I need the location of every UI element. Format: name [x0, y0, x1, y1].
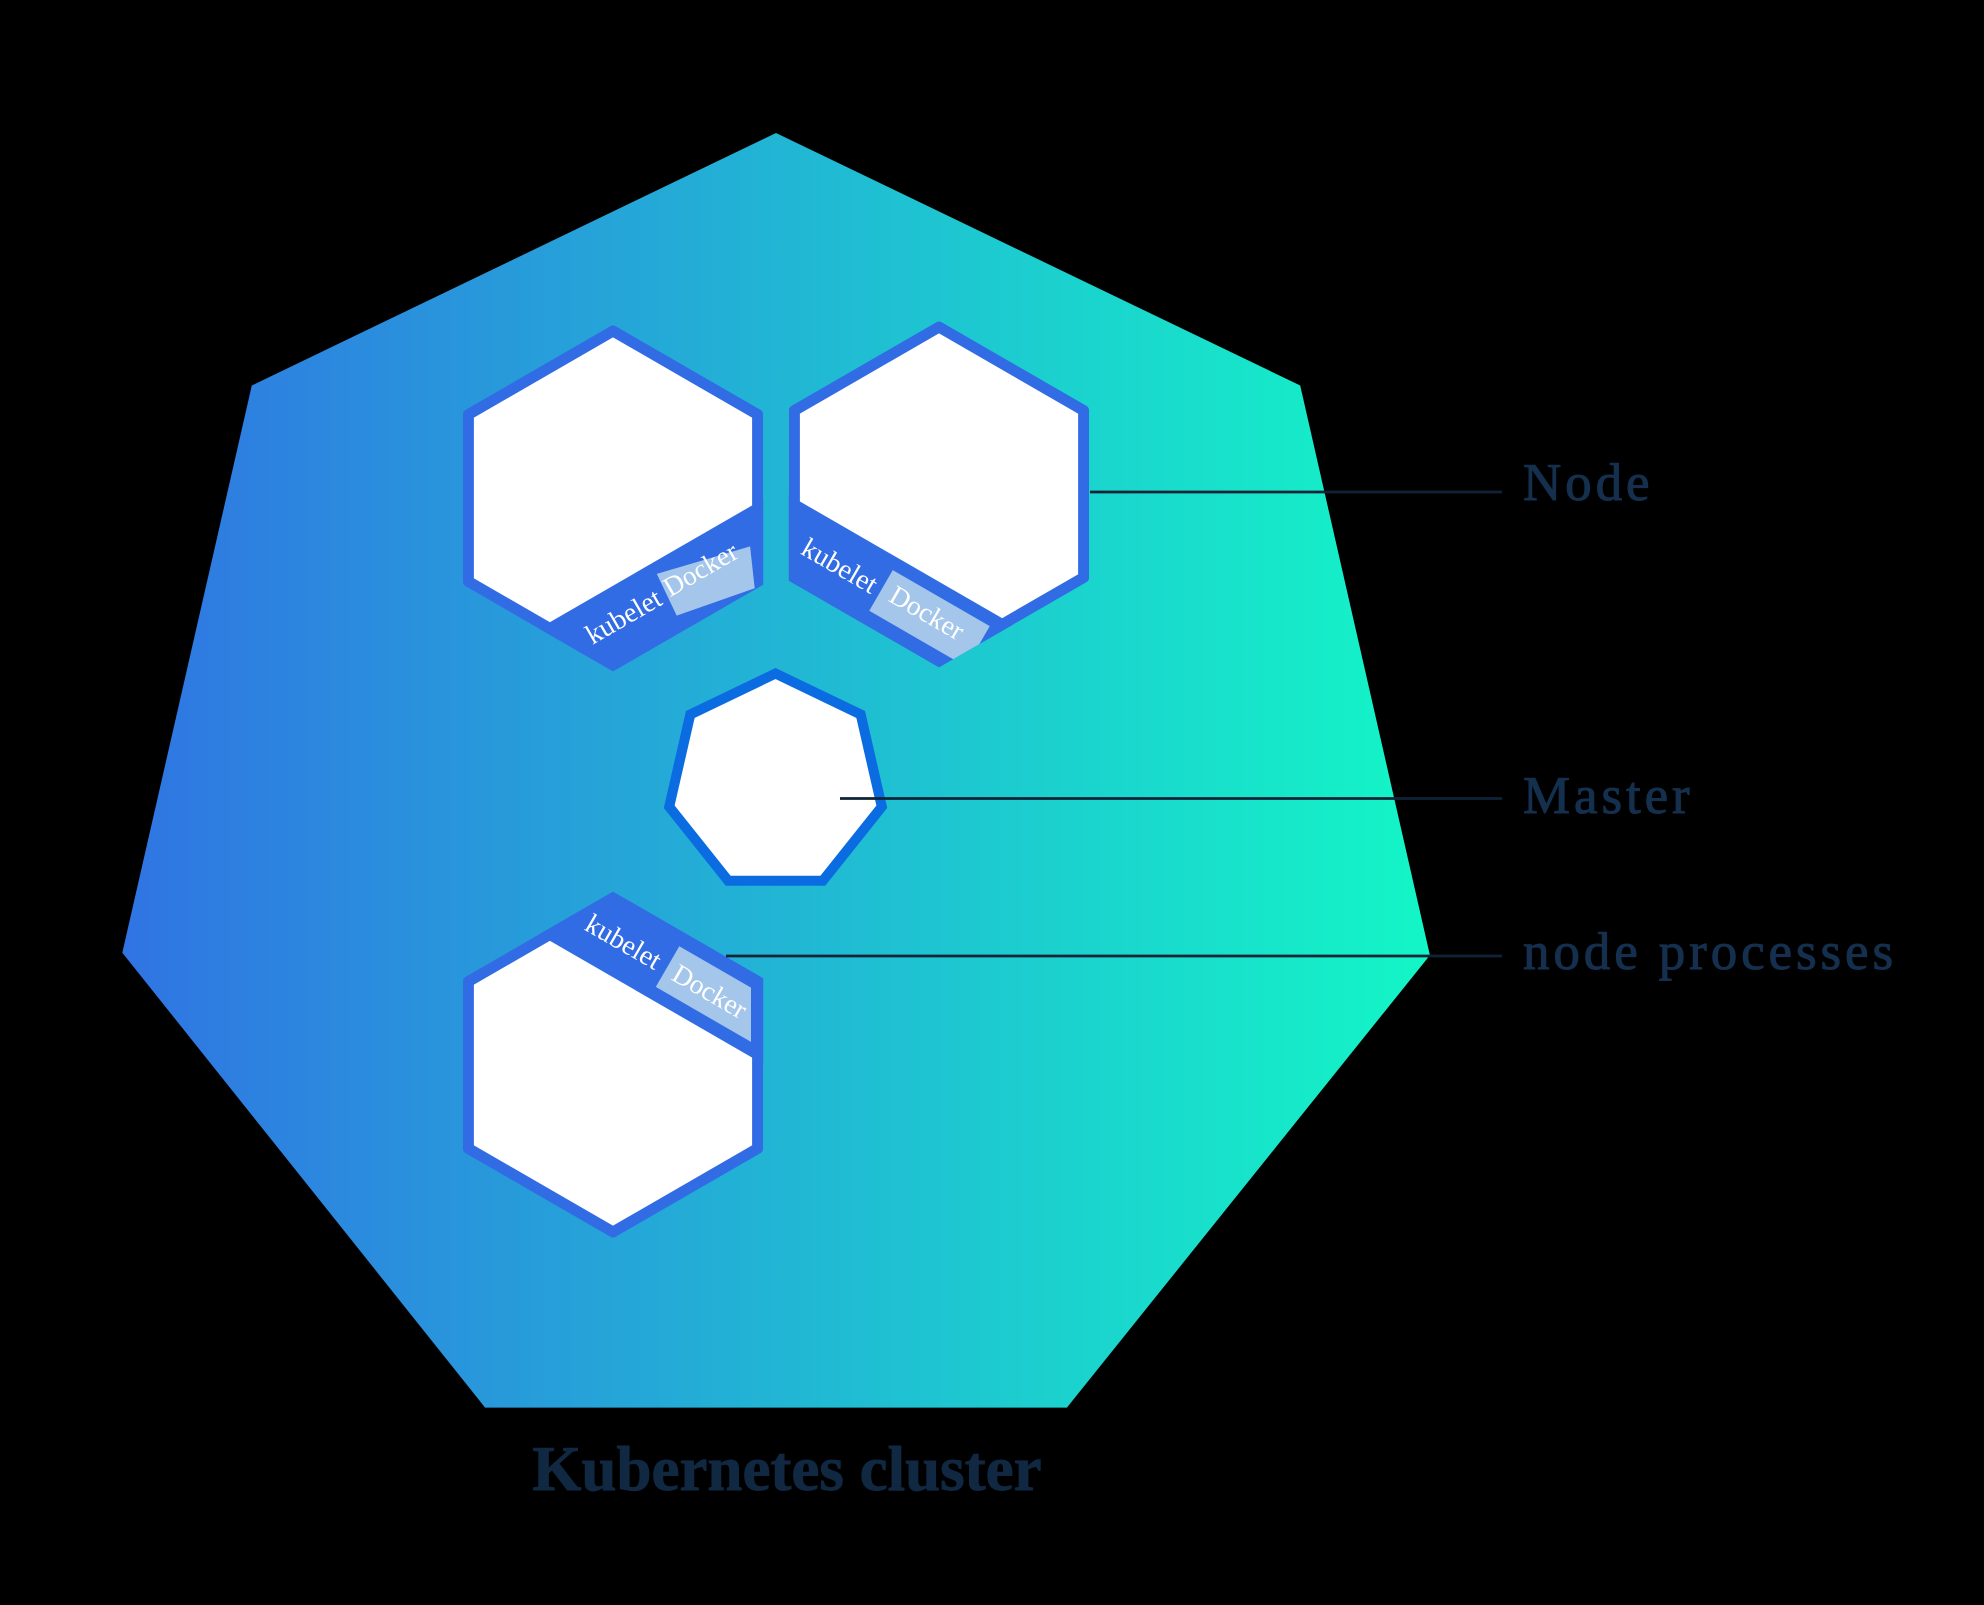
svg-text:node processes: node processes: [1523, 923, 1897, 981]
svg-text:Master: Master: [1523, 767, 1694, 825]
svg-text:Node: Node: [1523, 454, 1653, 512]
svg-text:Kubernetes cluster: Kubernetes cluster: [532, 1434, 1041, 1504]
